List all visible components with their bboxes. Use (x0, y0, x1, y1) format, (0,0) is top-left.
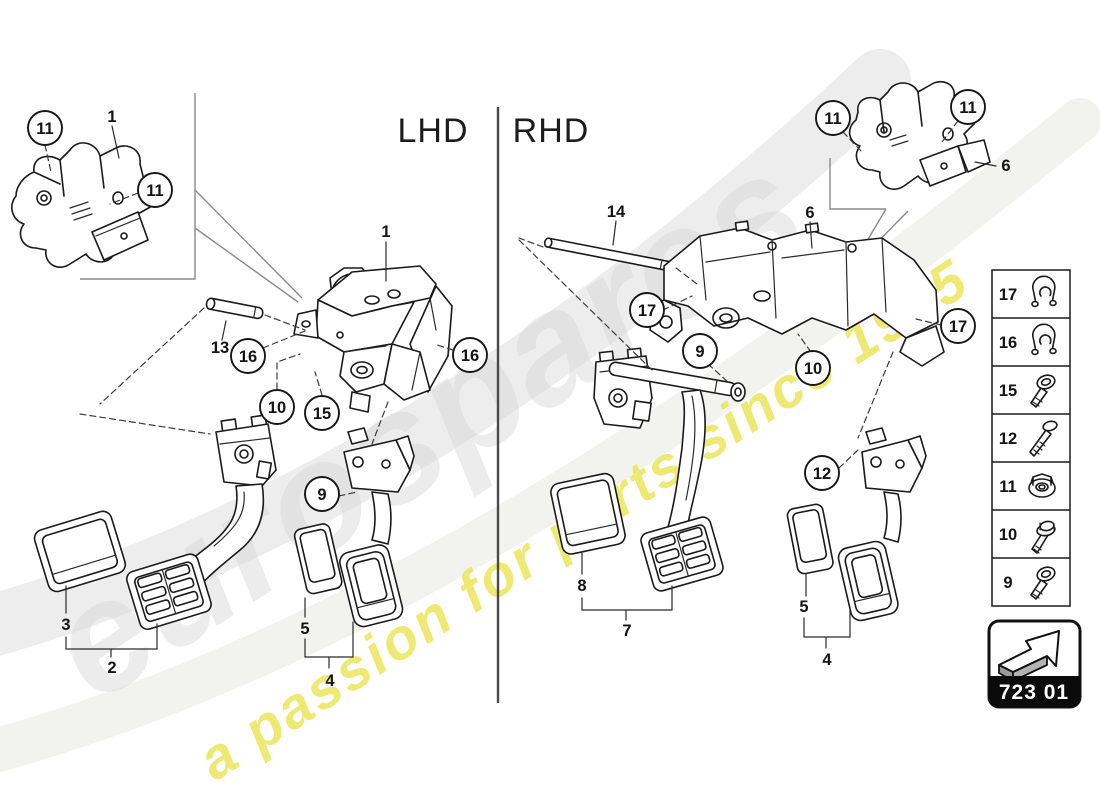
callout-lhd-accel-screw[interactable]: 9 (304, 476, 340, 512)
rhd-leader-dashes (518, 120, 959, 469)
svg-text:11: 11 (146, 182, 163, 200)
svg-text:16: 16 (461, 347, 479, 365)
lhd-inset-border (80, 93, 303, 303)
svg-text:10: 10 (999, 526, 1017, 544)
svg-text:9: 9 (695, 343, 704, 361)
long-screw-icon (1029, 420, 1058, 457)
svg-text:15: 15 (999, 382, 1017, 400)
label-lhd-inset-item[interactable]: 1 (107, 108, 116, 126)
callout-rhd-inset-clip-left[interactable]: 11 (815, 100, 851, 136)
callout-lhd-inset-clip-left[interactable]: 11 (27, 110, 63, 146)
solid-leaders (65, 125, 997, 669)
label-rhd-accel-pedal[interactable]: 4 (822, 651, 832, 669)
label-rhd-accel-cover[interactable]: 5 (799, 598, 808, 616)
legend-row-12[interactable]: 12 (999, 420, 1058, 457)
part-group-box[interactable]: 723 01 (987, 619, 1082, 709)
callout-lhd-clip-right[interactable]: 16 (452, 337, 488, 373)
label-rhd-brake-pedal[interactable]: 7 (622, 622, 631, 640)
label-lhd-bracket[interactable]: 1 (381, 223, 390, 241)
lhd-brake-pedal-drawing (33, 414, 277, 631)
svg-text:10: 10 (268, 399, 286, 417)
callout-rhd-accel-screw[interactable]: 12 (804, 455, 840, 491)
callout-lhd-clip-left[interactable]: 16 (230, 338, 266, 374)
spring-clip-icon (1031, 323, 1057, 356)
lhd-inset-bracket-drawing (11, 142, 158, 268)
label-rhd-inset-bracket[interactable]: 6 (1001, 157, 1010, 175)
svg-text:11: 11 (824, 110, 841, 128)
pan-head-screw-icon (1030, 566, 1056, 600)
callout-lhd-screw[interactable]: 15 (304, 395, 340, 431)
arrow-up-right-icon (998, 630, 1060, 682)
rhd-inset-bracket-drawing (848, 80, 991, 190)
rhd-accelerator-pedal-drawing (786, 427, 927, 622)
callout-rhd-clip-right[interactable]: 17 (940, 308, 976, 344)
svg-text:17: 17 (999, 286, 1017, 304)
label-rhd-brake-cover[interactable]: 8 (577, 577, 586, 595)
part-group-code: 723 01 (999, 681, 1069, 704)
callout-rhd-screw-mid[interactable]: 9 (682, 333, 718, 369)
svg-text:10: 10 (804, 360, 822, 378)
svg-text:9: 9 (317, 486, 326, 504)
legend-row-10[interactable]: 10 (999, 520, 1056, 554)
svg-text:17: 17 (638, 302, 656, 320)
svg-text:16: 16 (999, 334, 1017, 352)
flange-nut-icon (1028, 473, 1056, 498)
rhd-heading: RHD (513, 112, 590, 150)
label-rhd-rod[interactable]: 14 (607, 203, 626, 221)
svg-text:12: 12 (813, 465, 831, 483)
callout-rhd-inset-clip-right[interactable]: 11 (950, 89, 986, 125)
svg-text:9: 9 (1003, 574, 1012, 592)
hardware-legend-table: 17 16 15 12 (991, 269, 1071, 607)
rhd-brake-pedal-drawing (550, 347, 746, 592)
svg-text:15: 15 (313, 405, 331, 423)
spring-clip-icon (1031, 275, 1057, 308)
lhd-pin-drawing (205, 297, 264, 320)
legend-row-11[interactable]: 11 (999, 473, 1056, 498)
legend-row-15[interactable]: 15 (999, 373, 1057, 408)
lhd-heading: LHD (397, 112, 468, 150)
label-lhd-brake-cover[interactable]: 3 (61, 616, 70, 634)
label-lhd-accel-cover[interactable]: 5 (300, 620, 309, 638)
svg-text:11: 11 (999, 478, 1016, 496)
label-lhd-brake-pedal[interactable]: 2 (107, 659, 116, 677)
part-code-band (989, 676, 1080, 707)
rhd-main-bracket-drawing (649, 220, 945, 367)
legend-row-9[interactable]: 9 (1003, 565, 1056, 600)
callout-rhd-bolt[interactable]: 10 (795, 350, 831, 386)
callout-rhd-clip-left[interactable]: 17 (629, 292, 665, 328)
svg-text:11: 11 (959, 99, 976, 117)
lhd-leader-dashes (44, 144, 454, 497)
hex-flange-bolt-icon (1031, 520, 1056, 554)
legend-row-16[interactable]: 16 (999, 323, 1057, 356)
svg-text:17: 17 (949, 318, 967, 336)
svg-text:16: 16 (239, 348, 257, 366)
pan-head-screw-icon (1030, 374, 1056, 408)
svg-text:12: 12 (999, 430, 1017, 448)
label-rhd-bracket[interactable]: 6 (805, 204, 814, 222)
lhd-main-bracket-drawing (293, 265, 453, 413)
label-lhd-pin[interactable]: 13 (211, 339, 229, 357)
lhd-accelerator-pedal-drawing (293, 427, 415, 628)
callout-lhd-inset-clip-right[interactable]: 11 (137, 172, 173, 208)
legend-row-17[interactable]: 17 (999, 275, 1057, 308)
svg-text:11: 11 (36, 120, 53, 138)
callout-lhd-bolt-lower[interactable]: 10 (259, 389, 295, 425)
label-lhd-accel-pedal[interactable]: 4 (325, 672, 335, 690)
